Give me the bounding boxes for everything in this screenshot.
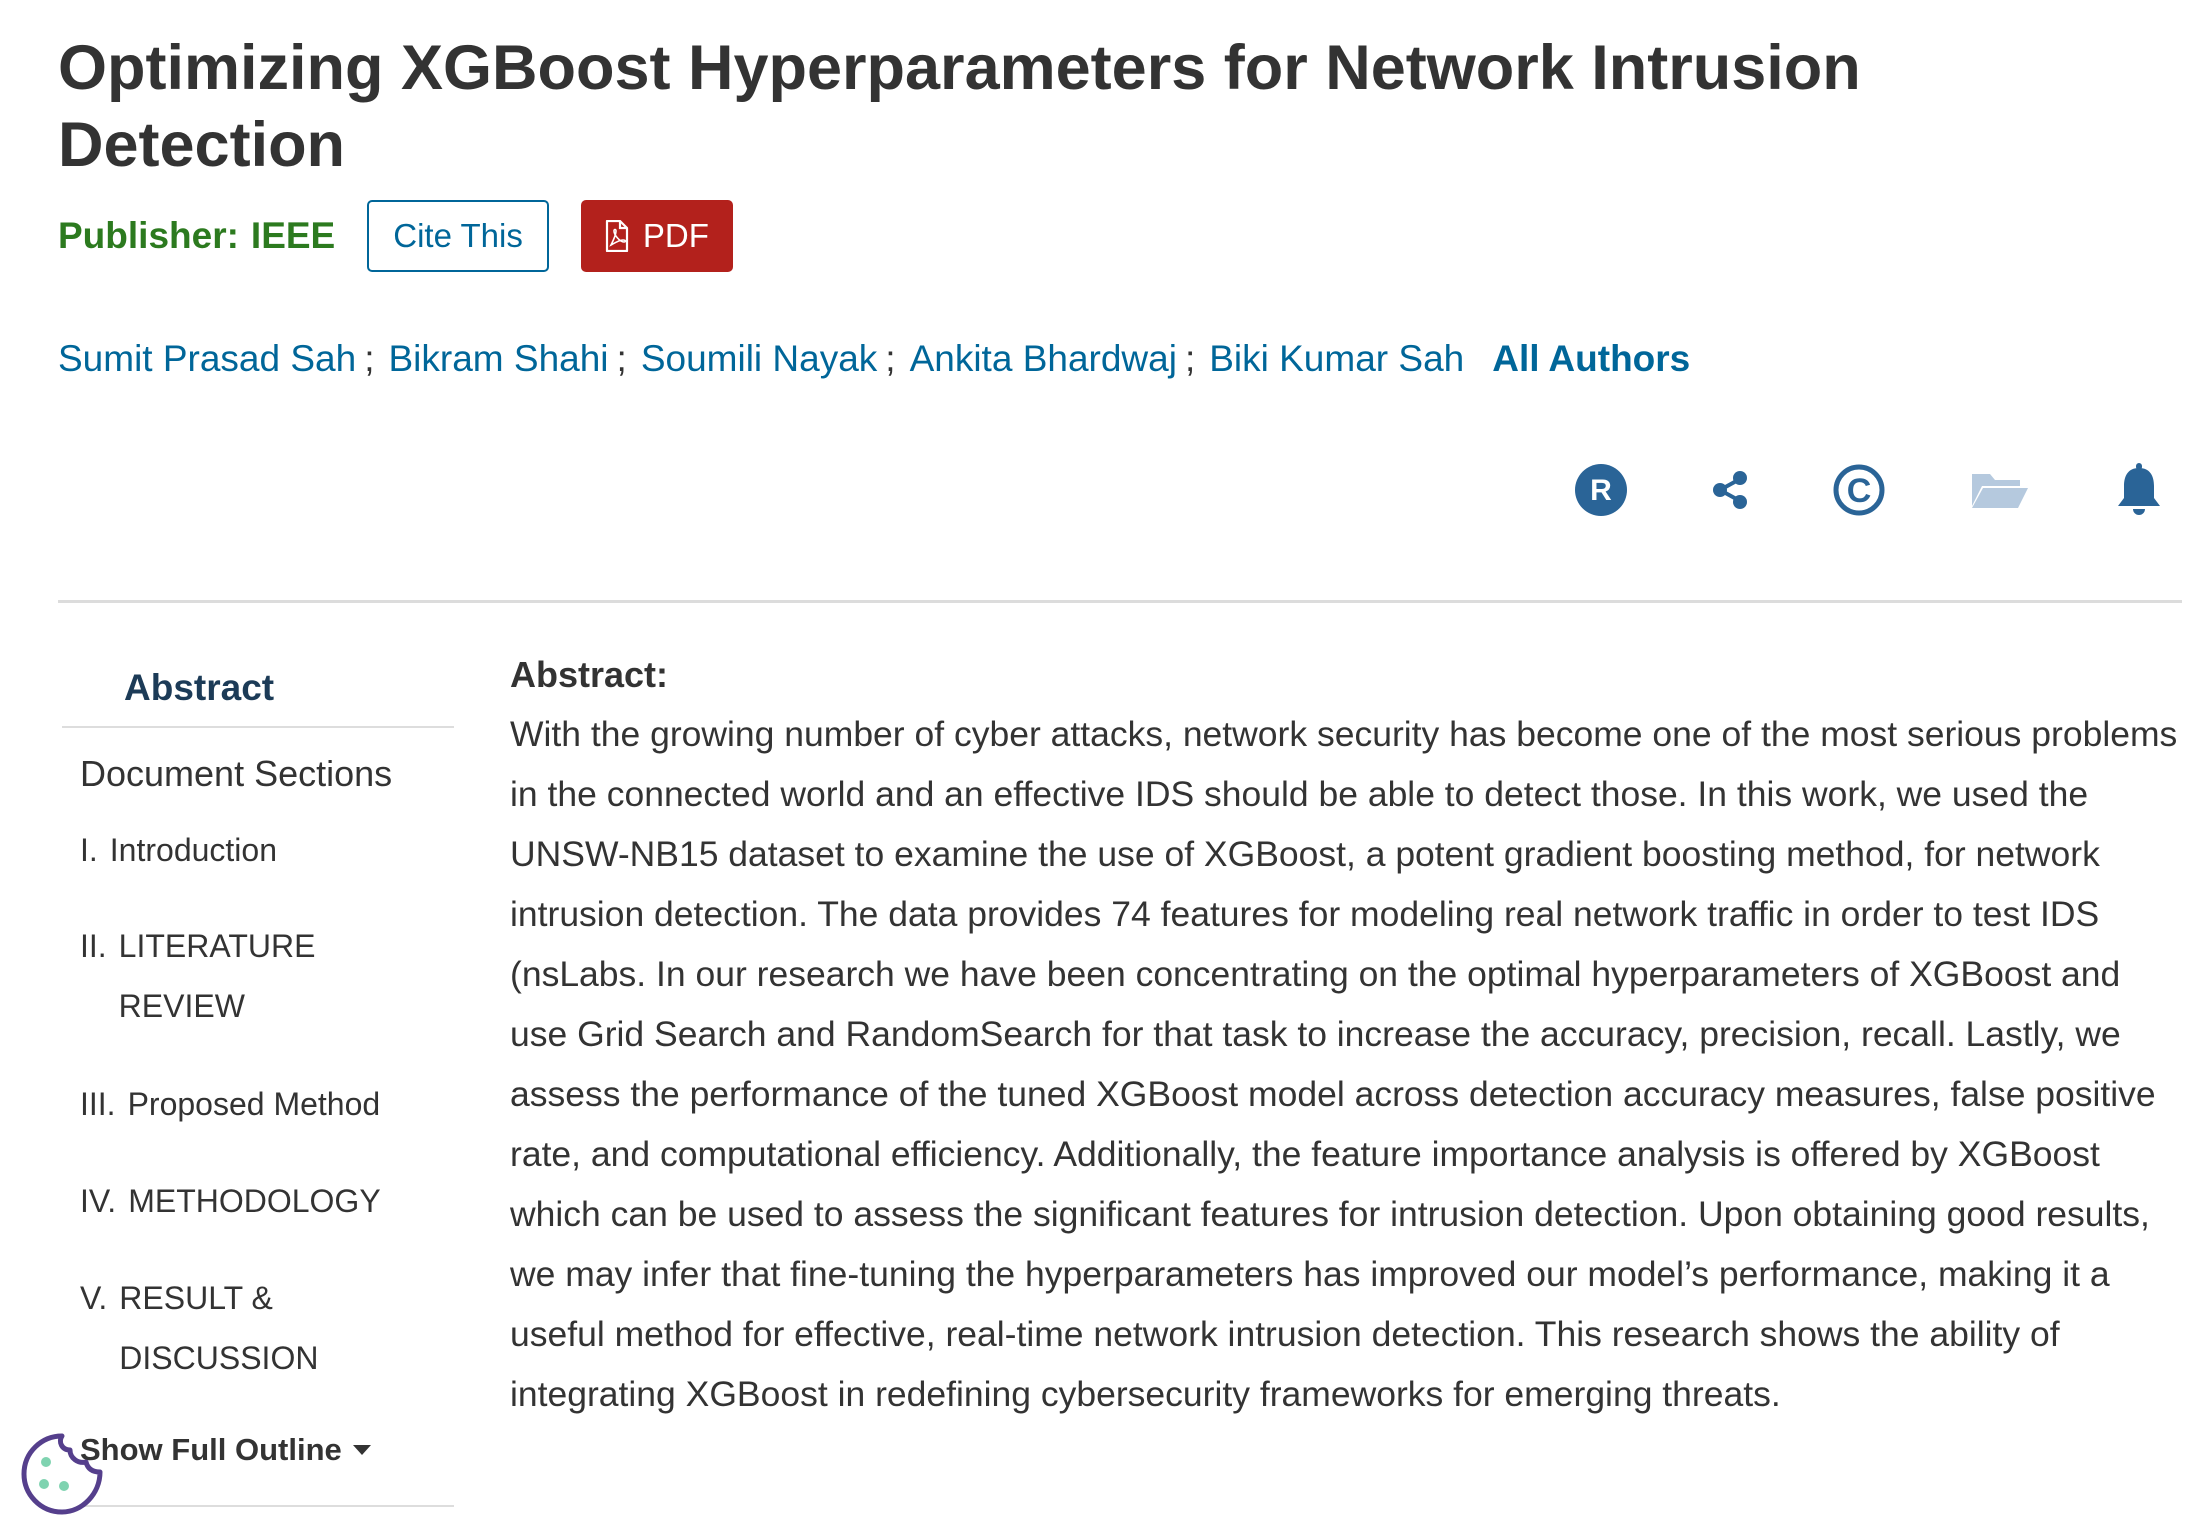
outline-item-number: IV. [80,1183,117,1219]
all-authors-link[interactable]: All Authors [1492,338,1691,379]
author-link[interactable]: Biki Kumar Sah [1209,338,1465,379]
document-sidebar: Abstract Document Sections I. Introducti… [62,650,454,1388]
author-separator: ; [364,338,375,379]
sidebar-abstract-link[interactable]: Abstract [124,667,275,708]
section-outline: I. Introduction II. LITERATURE REVIEW II… [62,820,454,1388]
folder-icon[interactable] [1970,460,2030,520]
sidebar-divider [62,726,454,728]
author-link[interactable]: Soumili Nayak [640,338,878,379]
author-link[interactable]: Bikram Shahi [388,338,609,379]
outline-item-methodology[interactable]: IV. METHODOLOGY [62,1171,454,1231]
bell-icon[interactable] [2114,460,2164,520]
author-separator: ; [1184,338,1196,379]
show-full-outline-toggle[interactable]: Show Full Outline [80,1432,372,1468]
outline-item-proposed-method[interactable]: III. Proposed Method [62,1074,454,1134]
publisher-row: Publisher: IEEE Cite This PDF [58,200,733,272]
abstract-heading: Abstract: [510,654,669,695]
publisher-label: Publisher: [58,215,239,256]
caret-down-icon [352,1445,371,1455]
pdf-button[interactable]: PDF [580,200,733,272]
outline-item-number: V. [80,1280,108,1316]
abstract-section: Abstract: With the growing number of cyb… [510,650,2180,1424]
author-list: Sumit Prasad Sah; Bikram Shahi; Soumili … [58,338,1690,380]
outline-item-literature-review[interactable]: II. LITERATURE REVIEW [62,916,370,1036]
pdf-button-label: PDF [642,217,709,254]
abstract-text: With the growing number of cyber attacks… [510,714,2178,1414]
outline-item-label: LITERATURE REVIEW [118,928,316,1024]
header-divider [58,600,2182,603]
author-separator: ; [616,338,627,379]
publisher-value: IEEE [250,215,336,256]
rights-icon[interactable]: R [1574,460,1628,520]
outline-item-number: III. [80,1086,116,1122]
copyright-icon[interactable]: C [1832,460,1886,520]
outline-item-introduction[interactable]: I. Introduction [62,820,454,880]
author-link[interactable]: Sumit Prasad Sah [58,338,357,379]
show-full-outline-label: Show Full Outline [80,1432,342,1467]
outline-item-label: Proposed Method [127,1086,381,1122]
sidebar-bottom-divider [62,1505,454,1507]
outline-item-number: I. [80,832,98,868]
action-icon-bar: R C [0,460,2206,520]
rights-icon-glyph: R [1590,474,1612,507]
copyright-icon-glyph: C [1847,472,1872,510]
author-separator: ; [885,338,896,379]
share-icon[interactable] [1710,460,1750,520]
outline-item-label: METHODOLOGY [128,1183,381,1219]
pdf-file-icon [605,220,628,252]
publisher: Publisher: IEEE [58,215,335,257]
outline-item-number: II. [80,928,107,964]
cite-this-button[interactable]: Cite This [367,200,549,272]
outline-item-label: RESULT & DISCUSSION [119,1280,319,1376]
page-title: Optimizing XGBoost Hyperparameters for N… [58,33,1861,180]
cookie-preferences-icon[interactable] [18,1430,106,1523]
document-sections-heading: Document Sections [80,753,393,794]
outline-item-result-discussion[interactable]: V. RESULT & DISCUSSION [62,1268,320,1388]
outline-item-label: Introduction [109,832,277,868]
author-link[interactable]: Ankita Bhardwaj [909,338,1177,379]
